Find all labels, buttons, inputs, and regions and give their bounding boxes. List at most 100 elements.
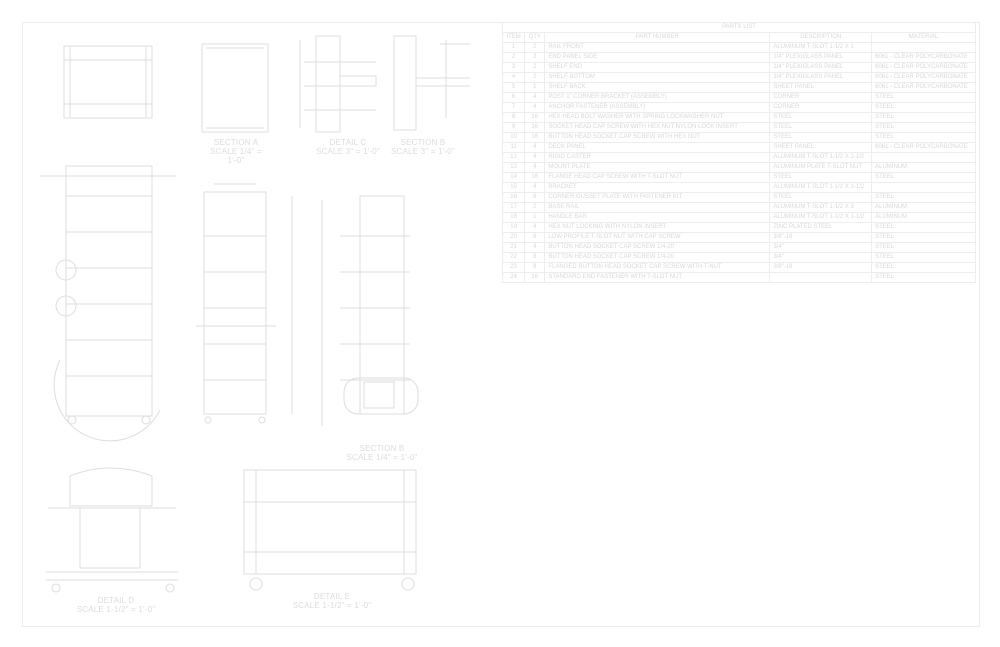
table-cell: STEEL [769,192,873,203]
table-cell: ALUMINUM T-SLOT 1-1/2 X 1 [769,42,873,53]
table-cell: 16 [524,122,546,133]
top-plan-view [63,45,153,119]
table-cell: 3/8"-16 [769,232,873,243]
table-cell: ALUMINUM [871,202,976,213]
table-cell: 4 [524,102,546,113]
table-cell: STEEL [871,272,976,283]
table-cell: STEEL [871,92,976,103]
table-cell: SHELF END [544,62,771,73]
table-cell: 20 [501,232,526,243]
table-cell: 5 [501,82,526,93]
table-cell: 3 [501,62,526,73]
table-cell: 6061 - CLEAR POLYCARBONATE [871,142,976,153]
header-qty: QTY [524,32,546,43]
detail-c-title: DETAIL C [329,138,367,147]
table-cell: 16 [524,112,546,123]
table-cell: 6061 - CLEAR POLYCARBONATE [871,62,976,73]
table-cell: 1 [524,212,546,223]
table-cell: 23 [501,262,526,273]
table-cell: 4 [524,162,546,173]
table-cell: 8 [524,232,546,243]
table-cell: 19 [501,222,526,233]
table-cell: STEEL [871,192,976,203]
table-cell: STEEL [871,122,976,133]
table-cell: STEEL [871,252,976,263]
table-cell: 3/4" [769,242,873,253]
table-cell [871,182,976,193]
table-cell: STEEL [871,222,976,233]
table-cell: 6 [501,92,526,103]
detail-e-label: DETAIL E SCALE 1-1/2" = 1'-0" [286,592,378,610]
section-b-small-view [393,35,470,131]
table-cell: STEEL [769,112,873,123]
table-cell: SHEET PANEL [769,82,873,93]
table-cell: ALUMINUM T-SLOT 1-1/2 X 1-1/2 [769,212,873,223]
table-cell: STEEL [769,122,873,133]
table-cell: 4 [524,92,546,103]
table-cell: 2 [524,52,546,63]
table-cell [871,152,976,163]
table-cell: 4 [524,142,546,153]
table-cell: 7 [501,102,526,113]
table-cell: 14 [501,172,526,183]
table-cell: 11 [501,142,526,153]
table-cell: SHELF BACK [544,82,771,93]
table-cell [871,42,976,53]
detail-c-scale: SCALE 3" = 1'-0" [316,147,380,156]
table-cell: ALUMINUM T-SLOT 1-1/2 X 3 [769,202,873,213]
table-cell: STEEL [871,102,976,113]
table-cell: HEX HEAD BOLT WASHER WITH SPRING LOCKWAS… [544,112,771,123]
table-cell: 4 [524,182,546,193]
table-cell: 24 [501,272,526,283]
detail-d-view [46,467,178,593]
header-part-number: PART NUMBER [544,32,771,43]
header-description: DESCRIPTION [769,32,873,43]
detail-c-view [299,35,377,133]
table-cell: 15 [501,182,526,193]
table-cell: 6061 - CLEAR POLYCARBONATE [871,82,976,93]
parts-list-title: PARTS LIST [502,22,976,33]
table-cell: CORNER GUSSET PLATE WITH FASTENER KIT [544,192,771,203]
table-cell: BRACKET [544,182,771,193]
table-cell: 16 [524,172,546,183]
table-cell: 18 [501,212,526,223]
header-material: MATERIAL [871,32,976,43]
section-b-small-title: SECTION B [400,138,446,147]
table-cell: 8 [501,112,526,123]
table-cell: 2 [524,72,546,83]
table-cell: 16 [501,192,526,203]
section-b-large-scale: SCALE 1/4" = 1'-0" [346,453,418,462]
table-cell: FLANGE HEAD CAP SCREW WITH T-SLOT NUT [544,172,771,183]
table-cell: 2 [524,42,546,53]
table-cell: 21 [501,242,526,253]
parts-list-header-row: ITEM QTY PART NUMBER DESCRIPTION MATERIA… [501,32,976,43]
table-cell: SOCKET HEAD CAP SCREW WITH HEX NUT NYLON… [544,122,771,133]
table-cell: 12 [501,152,526,163]
table-cell: 3/4" [769,252,873,263]
table-cell: BASE RAIL [544,202,771,213]
section-b-large-title: SECTION B [359,444,405,453]
table-cell: ALUMINUM T-SLOT 1-1/2 X 1-1/2 [769,182,873,193]
side-elevation-view [196,183,276,424]
table-cell: 16 [524,132,546,143]
section-b-small-label: SECTION B SCALE 3" = 1'-0" [388,138,458,156]
table-cell: HEX NUT LOCKING WITH NYLON INSERT [544,222,771,233]
table-cell: 9 [501,122,526,133]
detail-d-title: DETAIL D [97,596,135,605]
table-cell: BUTTON HEAD SOCKET CAP SCREW WITH HEX NU… [544,132,771,143]
table-cell: 2 [524,62,546,73]
table-cell: 8 [524,262,546,273]
